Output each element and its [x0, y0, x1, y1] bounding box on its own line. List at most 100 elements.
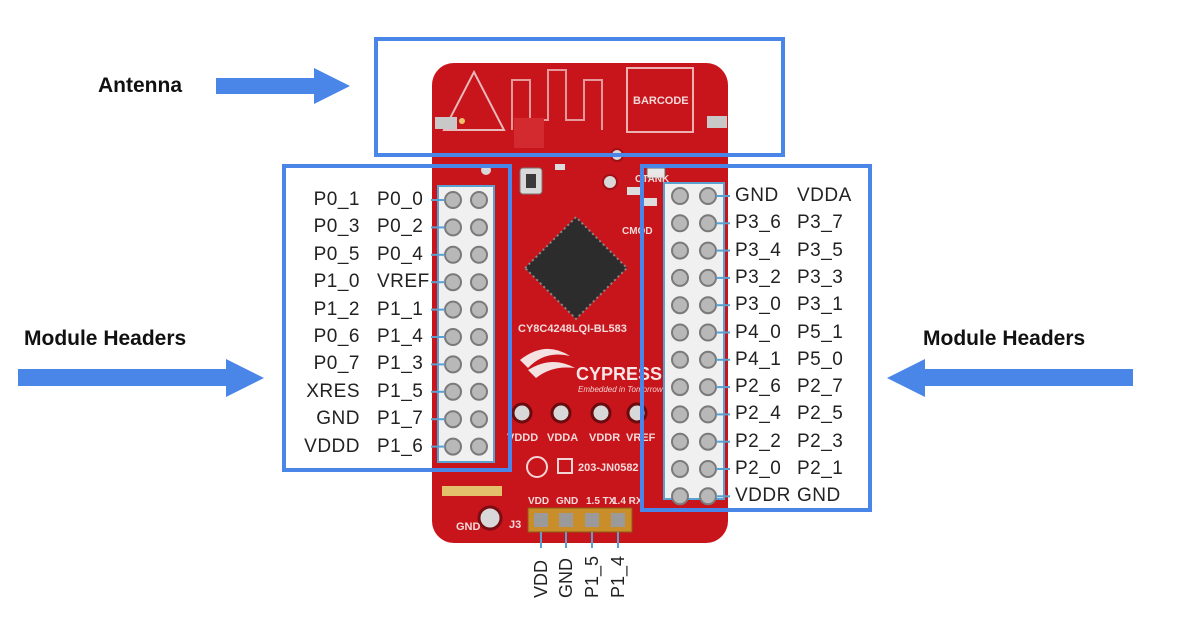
- right-inner-pin-label: VDDR: [735, 485, 791, 507]
- antenna-callout: Antenna: [98, 74, 182, 97]
- right-header-pin: [671, 296, 689, 315]
- svg-text:1.4 RX: 1.4 RX: [612, 496, 643, 507]
- right-outer-pin-label: P2_7: [797, 376, 844, 398]
- left-header-pin: [470, 191, 488, 209]
- right-inner-pin-label: P3_4: [735, 239, 782, 261]
- antenna-arrow-icon: [216, 68, 350, 104]
- right-inner-pin-label: P4_1: [735, 348, 782, 370]
- right-outer-pin-label: P3_3: [797, 266, 844, 288]
- j3-pins: [534, 513, 625, 527]
- left-inner-pin-label: P0_4: [377, 243, 424, 265]
- left-inner-pin-label: P0_0: [377, 189, 424, 210]
- left-header-pin: [470, 245, 488, 264]
- right-outer-pin-label: P2_3: [797, 430, 844, 452]
- left-inner-pin-label: P0_2: [377, 216, 424, 238]
- bottom-pin-label-vdd: VDD: [531, 559, 551, 598]
- left-outer-pin-label: XRES: [306, 380, 360, 402]
- esd-warning-icon: [442, 69, 506, 131]
- right-header-pin: [671, 405, 689, 424]
- svg-text:GND: GND: [556, 496, 578, 507]
- tagline-label: Embedded in Tomorrow: [578, 385, 664, 394]
- svg-text:VDDA: VDDA: [547, 432, 578, 444]
- right-header-pin: [671, 241, 689, 260]
- left-outer-pin-label: GND: [316, 408, 360, 430]
- left-inner-pin-label: P1_3: [377, 353, 424, 375]
- left-inner-pin-label: P1_4: [377, 326, 424, 347]
- left-header-pin: [470, 328, 488, 346]
- svg-text:VDDD: VDDD: [507, 432, 538, 444]
- right-header-pin: [671, 432, 689, 451]
- svg-text:203-JN0582: 203-JN0582: [578, 462, 639, 474]
- svg-text:VDDR: VDDR: [589, 432, 620, 444]
- left-header-pin: [470, 273, 488, 292]
- right-inner-pin-label: P3_2: [735, 266, 782, 288]
- left-outer-pin-label: P0_5: [313, 243, 360, 265]
- right-inner-pin-label: P2_4: [735, 403, 782, 425]
- barcode-label: BARCODE: [633, 95, 689, 107]
- right-inner-pin-label: P4_0: [735, 321, 782, 343]
- left-header-highlight-box: [282, 164, 512, 472]
- left-outer-pin-label: P1_2: [313, 298, 360, 320]
- antenna-highlight-box: [374, 37, 785, 157]
- left-header-pin: [470, 355, 488, 374]
- bottom-pin-label-gnd: GND: [556, 558, 576, 598]
- right-inner-pin-label: P2_0: [735, 458, 782, 479]
- right-outer-pin-label: P5_0: [797, 348, 844, 370]
- left-header-pin: [470, 300, 488, 319]
- right-header-pin: [671, 460, 689, 478]
- right-header-highlight-box: [640, 164, 872, 512]
- svg-text:VDD: VDD: [528, 496, 549, 507]
- svg-text:J3: J3: [509, 519, 521, 531]
- left-inner-pin-label: P1_6: [377, 435, 424, 457]
- left-header-pin: [470, 218, 488, 237]
- right-header-pin: [671, 187, 689, 205]
- right-outer-pin-label: P3_7: [797, 212, 844, 234]
- left-outer-pin-label: P0_7: [313, 353, 360, 375]
- right-header-pin: [671, 214, 689, 233]
- left-header-pin: [470, 382, 488, 401]
- right-outer-pin-label: P3_1: [797, 294, 844, 316]
- left-headers-arrow-icon: [18, 359, 264, 397]
- left-inner-pin-label: VREF: [377, 271, 430, 293]
- svg-text:GND: GND: [456, 521, 481, 533]
- right-inner-pin-label: P2_2: [735, 430, 782, 452]
- left-headers-callout: Module Headers: [24, 327, 187, 350]
- bottom-pin-label-p1-5: P1_5: [582, 555, 602, 598]
- right-inner-pin-label: P3_0: [735, 294, 782, 316]
- chip-label: CY8C4248LQI-BL583: [518, 323, 627, 335]
- left-outer-pin-label: P1_0: [313, 271, 360, 293]
- right-inner-pin-label: P3_6: [735, 212, 782, 234]
- svg-text:1.5 TX: 1.5 TX: [586, 496, 616, 507]
- right-header-pin: [671, 323, 689, 342]
- right-headers-arrow-icon: [887, 359, 1133, 397]
- right-outer-pin-label: VDDA: [797, 185, 852, 206]
- left-outer-pin-label: P0_6: [313, 326, 360, 347]
- right-header-pin: [671, 268, 689, 287]
- barcode-box: [626, 67, 694, 133]
- right-outer-pin-label: P2_1: [797, 458, 844, 479]
- right-headers-callout: Module Headers: [923, 327, 1086, 350]
- right-header-pin: [671, 487, 689, 506]
- left-inner-pin-label: P1_1: [377, 298, 424, 320]
- right-outer-pin-label: P3_5: [797, 239, 844, 261]
- left-outer-pin-label: VDDD: [304, 435, 360, 457]
- left-outer-pin-label: P0_1: [313, 189, 360, 210]
- right-inner-pin-label: GND: [735, 185, 779, 206]
- left-header-pin: [470, 410, 488, 429]
- bottom-pin-label-p1-4: P1_4: [608, 555, 628, 598]
- svg-text:CTANK: CTANK: [635, 174, 670, 185]
- right-outer-pin-label: GND: [797, 485, 841, 507]
- svg-text:CMOD: CMOD: [622, 226, 653, 237]
- right-outer-pin-label: P2_5: [797, 403, 844, 425]
- right-header-pin: [671, 378, 689, 397]
- right-header-pin: [671, 350, 689, 369]
- left-inner-pin-label: P1_5: [377, 380, 424, 402]
- mcu-chip: [523, 215, 629, 321]
- cypress-logo-icon: [520, 348, 575, 378]
- right-inner-pin-label: P2_6: [735, 376, 782, 398]
- right-outer-pin-label: P5_1: [797, 321, 844, 343]
- power-test-pads: [511, 402, 648, 424]
- left-header-pin: [470, 437, 488, 456]
- left-outer-pin-label: P0_3: [313, 216, 360, 238]
